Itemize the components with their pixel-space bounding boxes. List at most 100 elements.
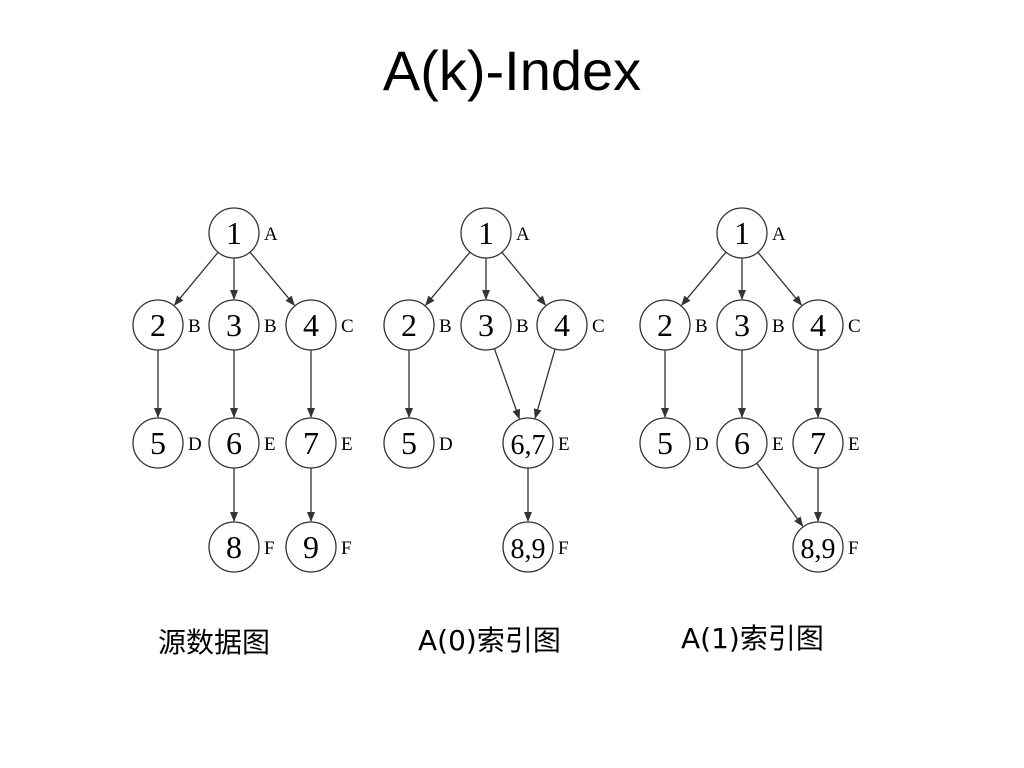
node-label: 2	[401, 307, 417, 343]
node-tag: E	[558, 434, 570, 455]
edge-source-1-to-2	[173, 251, 219, 306]
node-label: 3	[226, 307, 242, 343]
node-label: 5	[657, 425, 673, 461]
node-label: 7	[303, 425, 319, 461]
node-circle	[285, 417, 337, 469]
node-tag: A	[264, 224, 278, 245]
node-circle	[536, 299, 588, 351]
node-circle	[460, 207, 512, 259]
node-label: 2	[657, 307, 673, 343]
edge-a1-1-to-4	[757, 251, 803, 306]
node-tag: B	[439, 316, 452, 337]
node-circle	[792, 521, 844, 573]
node-tag: F	[848, 538, 859, 559]
slide-title: A(k)-Index	[382, 39, 642, 102]
node-tag: C	[848, 316, 861, 337]
node-label: 6	[226, 425, 242, 461]
node-circle	[502, 521, 554, 573]
node-label: 5	[401, 425, 417, 461]
edge-a0-4-to-67	[533, 348, 556, 419]
edge-a1-1-to-2	[681, 251, 727, 306]
node-label: 2	[150, 307, 166, 343]
node-circle	[792, 417, 844, 469]
node-tag: E	[848, 434, 860, 455]
node-label: 8	[226, 529, 242, 565]
node-circle	[208, 299, 260, 351]
node-label: 1	[226, 215, 242, 251]
node-tag: A	[516, 224, 530, 245]
node-tag: B	[516, 316, 529, 337]
node-circle	[716, 299, 768, 351]
node-tag: E	[264, 434, 276, 455]
node-label: 3	[734, 307, 750, 343]
node-tag: F	[341, 538, 352, 559]
caption-a0-index-graph: A(0)索引图	[418, 624, 561, 657]
node-circle	[208, 521, 260, 573]
node-circle	[208, 207, 260, 259]
edge-a0-1-to-4	[501, 251, 547, 306]
node-tag: C	[341, 316, 354, 337]
node-tag: D	[439, 434, 453, 455]
edge-a0-1-to-2	[425, 251, 471, 306]
node-tag: F	[558, 538, 569, 559]
node-label: 3	[478, 307, 494, 343]
node-tag: E	[772, 434, 784, 455]
node-tag: C	[592, 316, 605, 337]
node-tag: B	[695, 316, 708, 337]
node-tag: E	[341, 434, 353, 455]
node-tag: B	[772, 316, 785, 337]
node-tag: D	[188, 434, 202, 455]
node-circle	[502, 417, 554, 469]
node-circle	[716, 207, 768, 259]
node-circle	[208, 417, 260, 469]
node-label: 4	[303, 307, 319, 343]
node-circle	[460, 299, 512, 351]
edge-a0-3-to-67	[493, 348, 521, 420]
node-label: 9	[303, 529, 319, 565]
node-circle	[716, 417, 768, 469]
node-tag: D	[695, 434, 709, 455]
node-label: 5	[150, 425, 166, 461]
edge-source-1-to-4	[249, 251, 295, 306]
node-circle	[285, 521, 337, 573]
node-label: 7	[810, 425, 826, 461]
node-label: 1	[478, 215, 494, 251]
caption-a1-index-graph: A(1)索引图	[681, 622, 824, 655]
node-label: 4	[554, 307, 570, 343]
node-label: 6,7	[511, 430, 546, 461]
caption-source-graph: 源数据图	[158, 626, 271, 659]
node-circle	[639, 299, 691, 351]
node-label: 4	[810, 307, 826, 343]
node-circle	[792, 299, 844, 351]
node-a0-67: 6,7 E	[502, 417, 570, 469]
node-circle	[285, 299, 337, 351]
node-circle	[383, 299, 435, 351]
edge-a1-6-to-89	[756, 462, 804, 527]
node-circle	[383, 417, 435, 469]
node-label: 1	[734, 215, 750, 251]
node-circle	[639, 417, 691, 469]
